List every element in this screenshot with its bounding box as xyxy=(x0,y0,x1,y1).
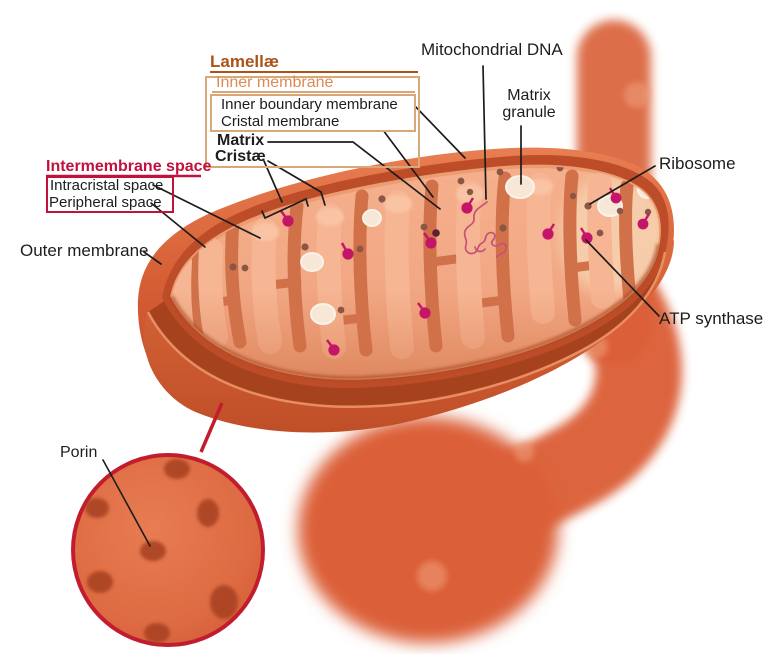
intermembrane-space-label: Intermembrane space xyxy=(46,158,212,175)
intermembrane-sublabels-box xyxy=(46,176,174,213)
porin-spots xyxy=(85,459,238,643)
bowl-interior-shadow xyxy=(148,244,665,407)
leader-porin xyxy=(102,459,151,547)
peripheral-space-label: Peripheral space xyxy=(49,194,162,211)
leader-intracristal-space xyxy=(152,184,261,239)
mtdna-squiggle xyxy=(463,201,507,258)
porin-inset xyxy=(71,402,265,647)
leader-atp-synthase xyxy=(585,239,660,317)
leader-inner-boundary-membrane xyxy=(411,102,466,159)
leader-ribosome xyxy=(589,165,656,205)
outer-membrane-label: Outer membrane xyxy=(20,241,149,260)
cristae-label: Cristæ xyxy=(215,148,266,165)
inner-boundary-membrane-label: Inner boundary membrane xyxy=(221,96,398,113)
mitochondrial-dna-label: Mitochondrial DNA xyxy=(421,40,563,59)
matrix-label: Matrix xyxy=(217,132,265,149)
leader-mitochondrial-dna xyxy=(482,65,487,200)
atp-synthase-label: ATP synthase xyxy=(659,309,764,328)
leader-outer-membrane xyxy=(143,251,162,265)
leader-lines xyxy=(102,65,660,547)
background-mitochondrion-blob xyxy=(298,417,558,643)
leader-peripheral-space xyxy=(150,202,206,248)
leader-matrix xyxy=(267,141,441,210)
intracristal-space-label: Intracristal space xyxy=(50,177,164,194)
ribosome-dot-dark xyxy=(432,229,440,237)
matrix-granule-label: Matrix granule xyxy=(502,87,556,121)
ribosome-dots xyxy=(229,166,652,314)
cristae-bracket xyxy=(261,197,309,220)
porin-inset-connector xyxy=(199,402,224,453)
cristal-membrane-label: Cristal membrane xyxy=(221,113,340,130)
membrane-sublabels-box xyxy=(210,94,416,132)
porin-label: Porin xyxy=(60,444,98,461)
bowl-rim-highlight xyxy=(146,251,667,408)
ribosome-label: Ribosome xyxy=(659,154,736,173)
inner-membrane-group-box xyxy=(205,76,420,168)
inner-membrane-label: Inner membrane xyxy=(216,74,334,91)
lamellae-label: Lamellæ xyxy=(210,52,279,71)
porin-inset-circle xyxy=(71,453,265,647)
main-mitochondrion xyxy=(137,147,675,433)
leader-cristae-2 xyxy=(267,160,326,206)
atp-synthase-pins xyxy=(280,187,651,356)
matrix-bowl-seam xyxy=(170,243,660,380)
